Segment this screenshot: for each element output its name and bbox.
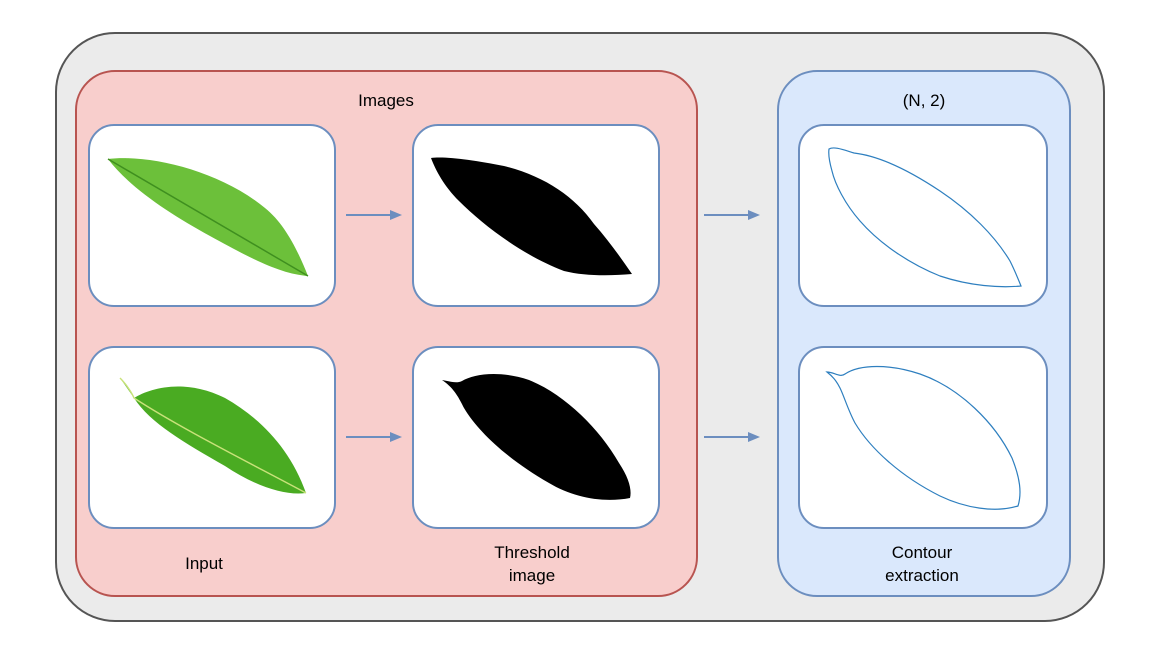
contour-group-title: (N, 2) (902, 91, 946, 110)
arrow-threshold-to-contour-1 (704, 210, 760, 220)
input-label: Input (185, 554, 223, 573)
threshold-label: Threshold image (494, 543, 570, 585)
images-group-title: Images (358, 91, 414, 110)
contour-image-1 (798, 124, 1048, 307)
contour-label: Contour extraction (885, 543, 959, 585)
arrow-input-to-threshold-2 (346, 432, 402, 442)
contour-outline-1 (828, 147, 1022, 288)
arrow-input-to-threshold-1 (346, 210, 402, 220)
threshold-image-1 (412, 124, 660, 307)
input-image-1 (88, 124, 336, 307)
contour-outline-2 (825, 365, 1021, 510)
threshold-leaf-2 (442, 373, 631, 500)
contour-image-2 (798, 346, 1048, 529)
threshold-leaf-1 (431, 157, 632, 276)
arrow-threshold-to-contour-2 (704, 432, 760, 442)
leaf-photo-1 (107, 158, 309, 277)
leaf-photo-2 (119, 377, 307, 494)
threshold-image-2 (412, 346, 660, 529)
input-image-2 (88, 346, 336, 529)
